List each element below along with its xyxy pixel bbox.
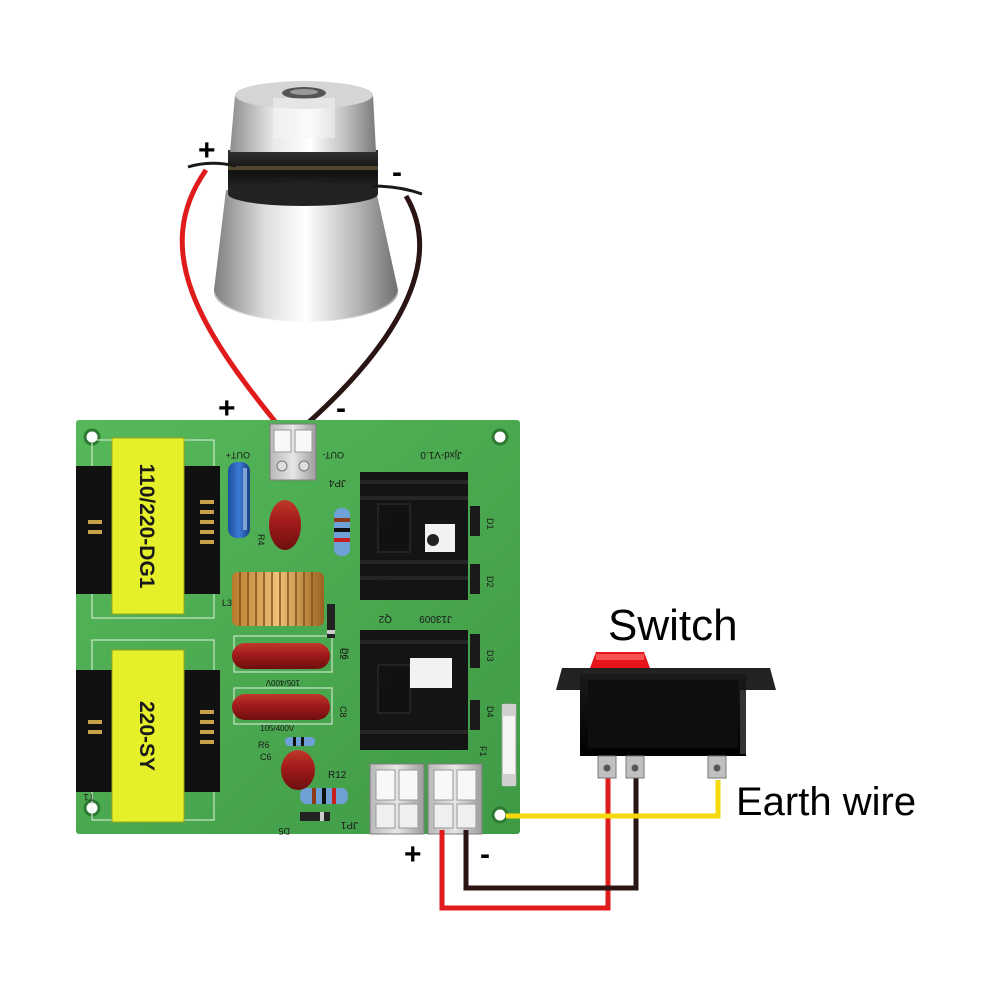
output-terminal	[269, 423, 317, 481]
ultrasonic-transducer	[187, 81, 423, 322]
resistor-r5	[334, 508, 350, 556]
d3-label: D3	[485, 650, 495, 662]
input-terminal-right	[427, 763, 483, 835]
q2-label: Q2	[378, 613, 392, 624]
d5-label: D5	[278, 826, 290, 836]
earth-wire-label: Earth wire	[736, 780, 916, 824]
d1-label: D1	[485, 518, 495, 530]
t1-label: T1	[83, 792, 94, 802]
transformer-2: 220-SY	[76, 649, 220, 823]
transducer-plus-mark: +	[198, 134, 216, 167]
out-plus-pin: OUT+	[226, 450, 250, 460]
svg-text:E: E	[380, 716, 386, 726]
svg-text:E: E	[380, 577, 386, 587]
input-minus-mark: -	[480, 838, 490, 871]
r6-label: R6	[258, 740, 270, 750]
heatsink-upper: C B E	[360, 472, 468, 600]
d6-label: D6	[340, 648, 350, 660]
red-supply-wire	[439, 776, 611, 911]
black-supply-wire	[463, 776, 639, 891]
red-capacitor-bottom	[281, 750, 315, 790]
input-plus-mark: +	[404, 838, 422, 871]
svg-text:C: C	[366, 686, 373, 696]
input-terminal-left	[369, 763, 425, 835]
svg-text:C: C	[366, 544, 373, 554]
transistor-label: J13009	[419, 613, 452, 624]
heatsink-lower: B C E	[360, 630, 468, 750]
inductor-l3	[232, 572, 324, 626]
transducer-black-wire	[298, 194, 423, 432]
rocker-switch	[556, 652, 776, 779]
c6-label: C6	[260, 752, 272, 762]
transformer-1: 110/220-DG1	[76, 437, 220, 615]
switch-label: Switch	[608, 601, 738, 650]
output-minus-mark: -	[336, 392, 346, 425]
earth-wire	[506, 780, 721, 819]
diodes	[470, 506, 480, 730]
resistor-r6	[285, 737, 315, 746]
c2-value: 105/400V	[265, 678, 300, 687]
diode-d5	[300, 812, 330, 821]
jp1-label: JP1	[340, 819, 358, 830]
out-minus-pin: OUT-	[322, 450, 344, 460]
transducer-minus-mark: -	[392, 156, 402, 189]
red-capacitor-top	[269, 500, 301, 550]
driver-pcb: 110/220-DG1 220-SY T1 R4	[76, 420, 520, 836]
resistor-r12	[300, 788, 348, 804]
l3-label: L3	[222, 598, 232, 608]
f1-label: F1	[478, 746, 488, 757]
svg-text:B: B	[380, 674, 386, 684]
c8-label: C8	[338, 706, 348, 718]
transformer-2-label: 220-SY	[135, 701, 158, 771]
capacitor-c2	[232, 643, 330, 669]
capacitor-c8	[232, 694, 330, 720]
fuse-f1	[501, 703, 517, 787]
d4-label: D4	[485, 706, 495, 718]
transducer-red-wire	[179, 168, 284, 432]
r12-label: R12	[328, 770, 347, 781]
diode-d6	[327, 604, 335, 638]
c8-value: 105/400V	[260, 724, 295, 733]
blue-capacitor	[228, 462, 250, 538]
r4-label: R4	[256, 534, 266, 546]
version-label: Jjxd-V1.0	[420, 449, 462, 460]
jp4-label: JP4	[328, 477, 346, 488]
transformer-1-label: 110/220-DG1	[135, 464, 158, 589]
d2-label: D2	[485, 576, 495, 588]
svg-text:B: B	[380, 514, 386, 524]
output-plus-mark: +	[218, 392, 236, 425]
c2-label: C2	[338, 648, 348, 660]
